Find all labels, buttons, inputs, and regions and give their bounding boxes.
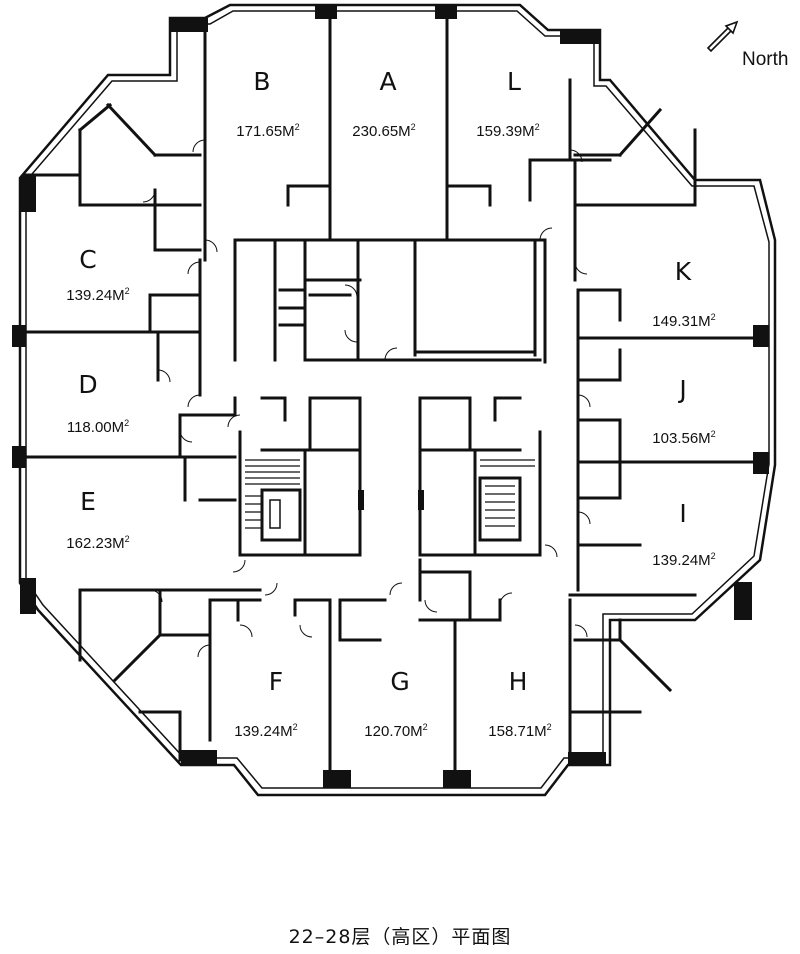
- unit-J: J 103.56M2: [652, 375, 715, 447]
- unit-G: G 120.70M2: [364, 667, 427, 740]
- floor-plan-caption: 22–28层（高区）平面图: [288, 926, 512, 948]
- unit-D: D 118.00M2: [67, 370, 129, 436]
- unit-letter: F: [269, 667, 283, 696]
- unit-A: A 230.65M2: [352, 67, 415, 140]
- floor-plan: B 171.65M2 A 230.65M2 L 159.39M2 C 139.2…: [12, 3, 788, 797]
- unit-H: H 158.71M2: [488, 667, 551, 740]
- unit-letter: J: [677, 375, 686, 404]
- unit-area: 162.23M2: [66, 534, 129, 552]
- unit-letter: I: [679, 499, 686, 528]
- unit-I: I 139.24M2: [652, 499, 715, 569]
- unit-L: L 159.39M2: [476, 67, 539, 140]
- stair-treads: [245, 459, 535, 529]
- partition-walls: [20, 16, 770, 782]
- unit-letter: D: [78, 370, 97, 399]
- unit-area: 139.24M2: [652, 551, 715, 569]
- unit-C: C 139.24M2: [66, 245, 129, 304]
- unit-area: 171.65M2: [236, 122, 299, 140]
- north-indicator: North: [706, 20, 788, 70]
- unit-area: 159.39M2: [476, 122, 539, 140]
- unit-area: 139.24M2: [234, 722, 297, 740]
- unit-letter: C: [79, 245, 96, 274]
- north-arrow-icon: [706, 20, 739, 53]
- unit-letter: G: [390, 667, 409, 696]
- unit-E: E 162.23M2: [66, 487, 129, 552]
- unit-letter: H: [509, 667, 528, 696]
- unit-letter: K: [675, 257, 692, 286]
- unit-area: 103.56M2: [652, 429, 715, 447]
- north-label: North: [742, 49, 788, 70]
- shaft-markers: [269, 490, 424, 529]
- unit-K: K 149.31M2: [652, 257, 715, 330]
- unit-letter: L: [507, 67, 521, 96]
- unit-B: B 171.65M2: [236, 67, 299, 140]
- unit-area: 158.71M2: [488, 722, 551, 740]
- unit-area: 118.00M2: [67, 418, 129, 436]
- unit-letter: E: [80, 487, 96, 516]
- unit-area: 230.65M2: [352, 122, 415, 140]
- unit-area: 139.24M2: [66, 286, 129, 304]
- door-swings: [142, 139, 591, 658]
- unit-F: F 139.24M2: [234, 667, 297, 740]
- unit-area: 149.31M2: [652, 312, 715, 330]
- unit-letter: B: [253, 67, 270, 96]
- unit-letter: A: [379, 67, 396, 96]
- unit-area: 120.70M2: [364, 722, 427, 740]
